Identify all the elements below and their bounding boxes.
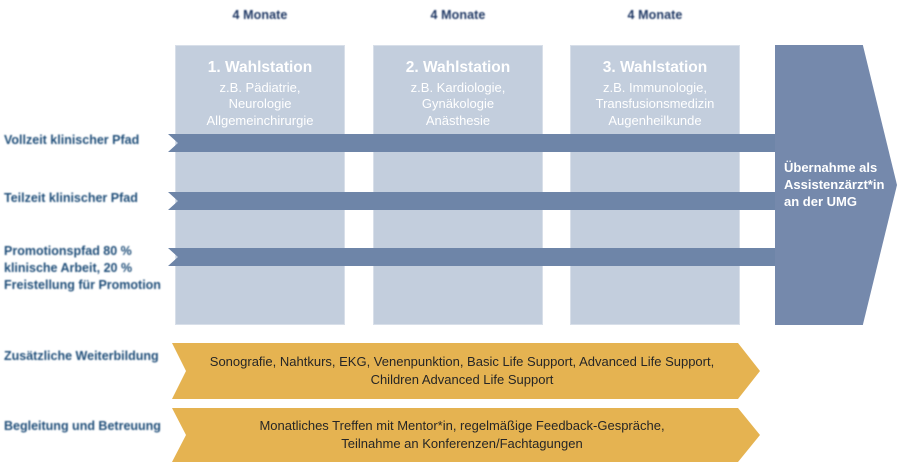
banner-2-line-1: Monatliches Treffen mit Mentor*in, regel… bbox=[259, 418, 665, 434]
station-card-1-line-1: z.B. Pädiatrie, bbox=[219, 79, 301, 95]
duration-label-station-2: 4 Monate bbox=[430, 8, 486, 22]
station-card-3: 3. Wahlstation z.B. Immunologie, Transfu… bbox=[570, 45, 740, 325]
station-card-2-content: 2. Wahlstation z.B. Kardiologie, Gynäkol… bbox=[374, 46, 542, 130]
station-card-1: 1. Wahlstation z.B. Pädiatrie, Neurologi… bbox=[175, 45, 345, 325]
row-label-promotion: Promotionspfad 80 % klinische Arbeit, 20… bbox=[4, 244, 161, 292]
banner-1-line-1: Sonografie, Nahtkurs, EKG, Venenpunktion… bbox=[209, 354, 715, 370]
banner-2-line-2: Teilnahme an Konferenzen/Fachtagungen bbox=[341, 436, 583, 451]
station-card-1-content: 1. Wahlstation z.B. Pädiatrie, Neurologi… bbox=[176, 46, 344, 130]
row-label-teilzeit: Teilzeit klinischer Pfad bbox=[4, 191, 138, 205]
station-card-1-line-2: Neurologie bbox=[228, 96, 292, 112]
station-card-2-line-3: Anästhesie bbox=[425, 113, 491, 129]
path-bar-promotion bbox=[168, 248, 792, 266]
path-bar-teilzeit bbox=[168, 192, 792, 210]
station-card-3-line-2: Transfusionsmedizin bbox=[595, 96, 715, 112]
station-card-2-title: 2. Wahlstation bbox=[405, 59, 511, 76]
duration-label-station-1: 4 Monate bbox=[232, 8, 288, 22]
outcome-line-1: Übernahme als bbox=[784, 160, 878, 175]
row-label-vollzeit: Vollzeit klinischer Pfad bbox=[4, 133, 140, 147]
banner-1-text: Sonografie, Nahtkurs, EKG, Venenpunktion… bbox=[172, 353, 760, 388]
banner-zusatzliche-weiterbildung: Sonografie, Nahtkurs, EKG, Venenpunktion… bbox=[172, 343, 760, 399]
station-card-3-line-3: Augenheilkunde bbox=[608, 113, 702, 129]
station-card-2-line-1: z.B. Kardiologie, bbox=[410, 79, 506, 95]
station-card-2-line-2: Gynäkologie bbox=[421, 96, 495, 112]
station-card-3-title: 3. Wahlstation bbox=[602, 59, 708, 76]
station-card-3-line-1: z.B. Immunologie, bbox=[602, 79, 708, 95]
station-card-1-title: 1. Wahlstation bbox=[207, 59, 313, 76]
station-card-2: 2. Wahlstation z.B. Kardiologie, Gynäkol… bbox=[373, 45, 543, 325]
banner-1-line-2: Children Advanced Life Support bbox=[370, 372, 554, 387]
banner-2-text: Monatliches Treffen mit Mentor*in, regel… bbox=[172, 417, 760, 452]
outcome-line-2: Assistenzärzt*in bbox=[784, 176, 885, 192]
path-bar-vollzeit bbox=[168, 134, 792, 152]
outcome-line-3: an der UMG bbox=[784, 193, 857, 209]
banner-begleitung-betreuung: Monatliches Treffen mit Mentor*in, regel… bbox=[172, 408, 760, 462]
station-card-3-content: 3. Wahlstation z.B. Immunologie, Transfu… bbox=[571, 46, 739, 130]
row-label-zusatzliche-weiterbildung: Zusätzliche Weiterbildung bbox=[4, 349, 159, 363]
row-label-begleitung-betreuung: Begleitung und Betreuung bbox=[4, 419, 161, 433]
outcome-arrow-text: Übernahme als Assistenzärzt*in an der UM… bbox=[784, 160, 896, 211]
duration-label-station-3: 4 Monate bbox=[627, 8, 683, 22]
station-card-1-line-3: Allgemeinchirurgie bbox=[206, 113, 314, 129]
